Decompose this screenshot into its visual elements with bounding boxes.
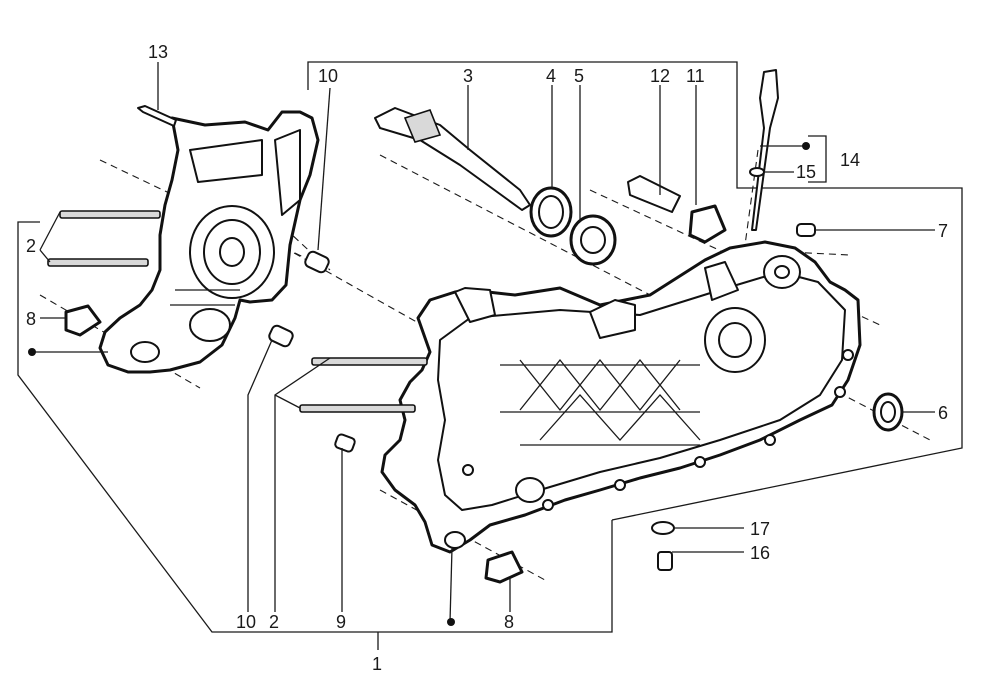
callout-2-left: 2 xyxy=(26,236,36,256)
main-crankcase xyxy=(380,240,862,554)
dot-markers xyxy=(28,142,810,626)
callout-1: 1 xyxy=(372,654,382,674)
callout-7: 7 xyxy=(938,221,948,241)
dot-marker-bottom xyxy=(447,618,455,626)
callout-6: 6 xyxy=(938,403,948,423)
callout-3: 3 xyxy=(463,66,473,86)
dot-marker-14 xyxy=(802,142,810,150)
callout-13: 13 xyxy=(148,42,168,62)
callout-11: 11 xyxy=(686,66,705,86)
group-bracket-lines xyxy=(17,61,963,633)
callout-16: 16 xyxy=(750,543,770,563)
dot-marker-left xyxy=(28,348,36,356)
leader-lines xyxy=(30,62,935,650)
callout-12: 12 xyxy=(650,66,670,86)
callout-9: 9 xyxy=(336,612,346,632)
callout-10-bottom: 10 xyxy=(236,612,256,632)
callout-17: 17 xyxy=(750,519,770,539)
callout-5: 5 xyxy=(574,66,584,86)
callout-14: 14 xyxy=(840,150,860,170)
callout-2-bottom: 2 xyxy=(269,612,279,632)
callout-labels: 13 10 3 4 5 12 11 14 15 7 2 8 6 17 16 10… xyxy=(26,42,948,674)
callout-4: 4 xyxy=(546,66,556,86)
callout-10-top: 10 xyxy=(318,66,338,86)
callout-15: 15 xyxy=(796,162,816,182)
callout-8-bottom: 8 xyxy=(504,612,514,632)
small-parts xyxy=(47,69,904,584)
left-crankcase-half xyxy=(98,110,320,374)
callout-8-left: 8 xyxy=(26,309,36,329)
